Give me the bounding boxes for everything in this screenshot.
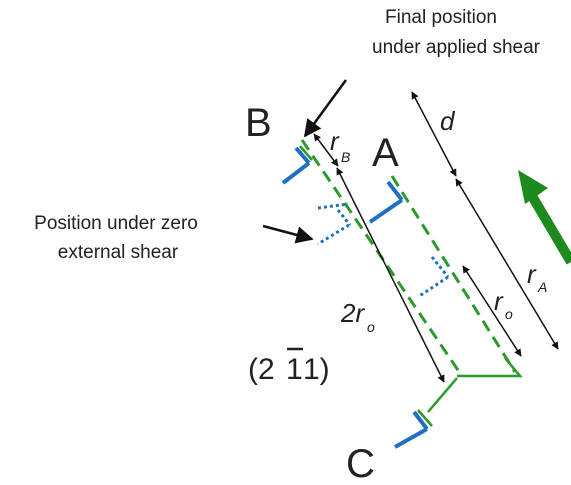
dislocation-a-icon — [368, 180, 404, 224]
applied-shear-arrow-icon — [518, 170, 571, 265]
label-ra-sub: A — [537, 279, 547, 295]
label-2ro: 2r — [340, 298, 365, 328]
zero-shear-dislocation-icon — [317, 202, 352, 246]
miller-open: (2 — [248, 353, 275, 386]
ra-dimension-arrow-icon — [455, 178, 559, 350]
label-2ro-sub: o — [367, 319, 375, 335]
dislocation-b-icon — [281, 145, 313, 185]
miller-digit: 1 — [286, 353, 303, 386]
zero-shear-pointer-arrow-icon — [262, 224, 314, 244]
final-position-pointer-arrow-icon — [303, 79, 348, 138]
rb-dimension-arrow-icon — [313, 133, 339, 167]
dislocation-c-icon — [394, 409, 433, 449]
label-ro-sub: o — [505, 306, 513, 322]
label-a: A — [372, 131, 399, 175]
label-d: d — [440, 106, 456, 136]
miller-index: (2 1 1) — [248, 347, 330, 386]
label-b: B — [245, 101, 272, 145]
green-junction-line — [457, 357, 523, 378]
d-dimension-arrow-icon — [411, 91, 457, 177]
zero-shear-line2: external shear — [58, 242, 179, 263]
green-dashed-line-a — [390, 175, 517, 373]
label-ro: r — [494, 286, 504, 316]
miller-close: 1) — [303, 353, 330, 386]
2ro-dimension-arrow-icon — [336, 167, 445, 383]
zero-shear-line1: Position under zero — [34, 213, 198, 234]
label-c: C — [346, 442, 375, 485]
final-position-line1: Final position — [385, 7, 497, 28]
final-position-line2: under applied shear — [372, 37, 541, 58]
label-rb: r — [330, 126, 340, 156]
label-ra: r — [527, 259, 537, 289]
green-line-to-c — [427, 377, 458, 413]
zero-shear-dislocation-a-icon — [417, 256, 450, 299]
label-rb-sub: B — [341, 149, 350, 165]
ro-dimension-arrow-icon — [462, 265, 522, 357]
